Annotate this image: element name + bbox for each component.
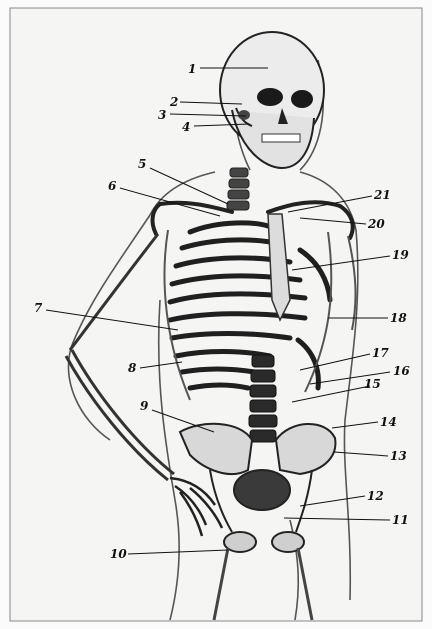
callout-label-6: 6 (108, 180, 116, 192)
callout-label-1: 1 (188, 63, 196, 75)
callout-label-17: 17 (372, 347, 389, 359)
callout-label-11: 11 (392, 514, 409, 526)
callout-label-19: 19 (392, 249, 409, 261)
callout-label-15: 15 (364, 378, 381, 390)
callout-label-3: 3 (158, 109, 166, 121)
callout-label-18: 18 (390, 312, 407, 324)
callout-label-4: 4 (182, 121, 190, 133)
callout-label-7: 7 (34, 302, 42, 314)
callout-label-5: 5 (138, 158, 146, 170)
callout-label-21: 21 (374, 189, 391, 201)
callout-label-12: 12 (367, 490, 384, 502)
callout-label-10: 10 (110, 548, 127, 560)
callout-label-16: 16 (393, 365, 410, 377)
callout-label-8: 8 (128, 362, 136, 374)
callout-label-14: 14 (380, 416, 397, 428)
callout-label-13: 13 (390, 450, 407, 462)
callout-label-9: 9 (140, 400, 148, 412)
callout-label-2: 2 (170, 96, 178, 108)
callout-label-20: 20 (368, 218, 385, 230)
